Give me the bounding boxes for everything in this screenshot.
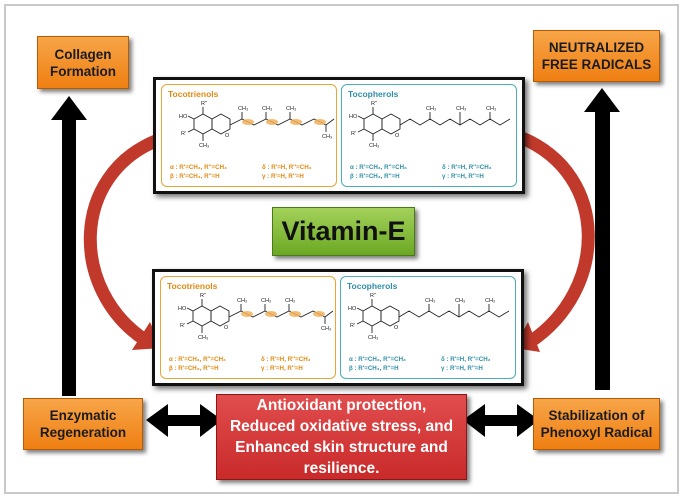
tocotrienol-structure: R'' HO R' CH₃ O CH₃ CH₃ CH₃ CH₃ — [179, 101, 335, 149]
ho-label: HO — [178, 306, 187, 312]
legend-delta: δ : R'=H, R''=CH₃ — [262, 164, 312, 171]
neutralized-free-radicals-label: NEUTRALIZED FREE RADICALS — [541, 40, 652, 72]
methyl-label: CH₃ — [321, 326, 331, 332]
curved-arrow-right — [515, 131, 595, 349]
oxygen-label: O — [394, 325, 399, 331]
legend-gamma: γ : R'=H, R''=H — [442, 173, 484, 180]
legend-beta: β : R'=CH₃, R''=H — [170, 173, 220, 180]
methyl-label: CH₃ — [285, 298, 295, 304]
enzymatic-regeneration-box: Enzymatic Regeneration — [23, 398, 143, 450]
oxygen-label: O — [224, 325, 229, 331]
legend-alpha: α : R'=CH₃, R''=CH₃ — [350, 164, 407, 171]
methyl-label: CH₃ — [485, 298, 495, 304]
r1-label: R' — [180, 323, 185, 329]
curved-arrow-left — [83, 133, 165, 347]
enzymatic-regeneration-label: Enzymatic Regeneration — [39, 408, 127, 440]
tocotrienol-legend: α : R'=CH₃, R''=CH₃ β : R'=CH₃, R''=H δ … — [170, 163, 312, 181]
tocopherol-legend: α : R'=CH₃, R''=CH₃ β : R'=CH₃, R''=H δ … — [350, 163, 492, 181]
methyl-label: CH₃ — [425, 298, 435, 304]
methyl-label: CH₃ — [426, 106, 436, 112]
vitamin-e-box: Vitamin-E — [272, 207, 415, 256]
tocopherol-legend: α : R'=CH₃, R''=CH₃ β : R'=CH₃, R''=H δ … — [349, 355, 491, 373]
methyl-label: CH₃ — [455, 298, 465, 304]
methyl-label: CH₃ — [369, 143, 379, 149]
legend-delta: δ : R'=H, R''=CH₃ — [441, 356, 491, 363]
tocopherols-title: Tocopherols — [347, 281, 398, 291]
legend-alpha: α : R'=CH₃, R''=CH₃ — [349, 356, 406, 363]
methyl-label: CH₃ — [238, 106, 248, 112]
legend-alpha: α : R'=CH₃, R''=CH₃ — [170, 164, 227, 171]
antioxidant-protection-box: Antioxidant protection, Reduced oxidativ… — [216, 394, 467, 480]
r2-label: R'' — [370, 293, 376, 299]
r2-label: R'' — [200, 293, 206, 299]
tocotrienols-card: Tocotrienols R'' — [160, 276, 336, 379]
legend-beta: β : R'=CH₃, R''=H — [169, 365, 219, 372]
methyl-label: CH₃ — [486, 106, 496, 112]
ho-label: HO — [348, 306, 357, 312]
neutralized-free-radicals-box: NEUTRALIZED FREE RADICALS — [533, 30, 660, 82]
tocotrienols-card: Tocotrienols R'' — [161, 84, 337, 187]
methyl-label: CH₃ — [322, 134, 332, 140]
antioxidant-protection-label: Antioxidant protection, Reduced oxidativ… — [229, 397, 454, 477]
r1-label: R' — [181, 131, 186, 137]
tocopherols-title: Tocopherols — [348, 89, 399, 99]
collagen-formation-box: Collagen Formation — [37, 36, 129, 89]
legend-gamma: γ : R'=H, R''=H — [441, 365, 483, 372]
legend-gamma: γ : R'=H, R''=H — [262, 173, 304, 180]
ho-label: HO — [179, 114, 188, 120]
vitamin-e-structures-panel-top: Tocotrienols R'' — [153, 77, 525, 194]
tocopherol-structure: R'' HO R' CH₃ O CH₃ CH₃ CH₃ — [349, 101, 511, 149]
legend-beta: β : R'=CH₃, R''=H — [349, 365, 399, 372]
tocotrienol-structure: R'' HO R' CH₃ O CH₃ CH₃ CH₃ CH₃ — [178, 293, 334, 341]
methyl-label: CH₃ — [368, 335, 378, 341]
legend-delta: δ : R'=H, R''=CH₃ — [261, 356, 311, 363]
r1-label: R' — [351, 131, 356, 137]
double-arrow-left — [146, 404, 222, 437]
oxygen-label: O — [395, 133, 400, 139]
stabilization-phenoxyl-box: Stabilization of Phenoxyl Radical — [533, 398, 660, 450]
tocotrienols-title: Tocotrienols — [167, 281, 218, 291]
tocopherols-card: Tocopherols R'' HO R' CH₃ O CH₃ — [341, 84, 517, 187]
collagen-formation-label: Collagen Formation — [50, 46, 116, 79]
methyl-label: CH₃ — [286, 106, 296, 112]
methyl-label: CH₃ — [237, 298, 247, 304]
legend-gamma: γ : R'=H, R''=H — [261, 365, 303, 372]
vitamin-e-structures-panel-bottom: Tocotrienols R'' — [152, 269, 524, 386]
stabilization-phenoxyl-label: Stabilization of Phenoxyl Radical — [540, 408, 653, 440]
methyl-label: CH₃ — [199, 143, 209, 149]
methyl-label: CH₃ — [198, 335, 208, 341]
tocotrienols-title: Tocotrienols — [168, 89, 219, 99]
legend-beta: β : R'=CH₃, R''=H — [350, 173, 400, 180]
oxygen-label: O — [225, 133, 230, 139]
arrow-up-right — [584, 88, 620, 390]
r2-label: R'' — [371, 101, 377, 107]
legend-delta: δ : R'=H, R''=CH₃ — [442, 164, 492, 171]
ho-label: HO — [349, 114, 358, 120]
methyl-label: CH₃ — [456, 106, 466, 112]
arrow-up-left — [51, 96, 87, 396]
r2-label: R'' — [201, 101, 207, 107]
tocopherols-card: Tocopherols R'' HO R' CH₃ O CH₃ — [340, 276, 516, 379]
methyl-label: CH₃ — [261, 298, 271, 304]
tocopherol-structure: R'' HO R' CH₃ O CH₃ CH₃ CH₃ — [348, 293, 510, 341]
r1-label: R' — [350, 323, 355, 329]
methyl-label: CH₃ — [262, 106, 272, 112]
tocotrienol-legend: α : R'=CH₃, R''=CH₃ β : R'=CH₃, R''=H δ … — [169, 355, 311, 373]
vitamin-e-label: Vitamin-E — [281, 216, 406, 246]
double-arrow-right — [463, 404, 539, 437]
legend-alpha: α : R'=CH₃, R''=CH₃ — [169, 356, 226, 363]
